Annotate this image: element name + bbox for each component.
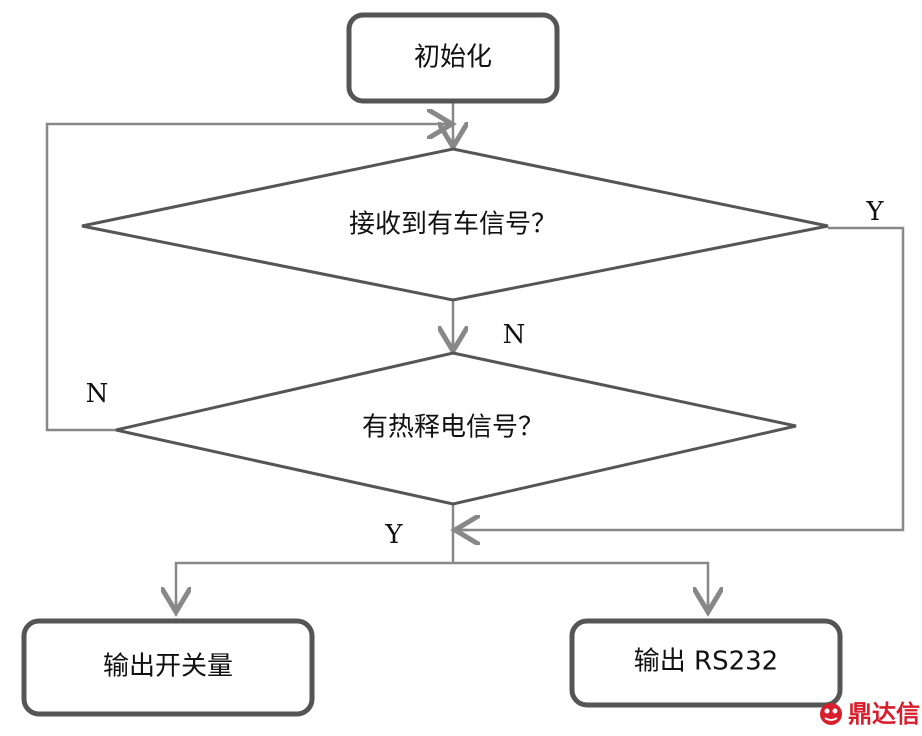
output-rs232-label: 输出 RS232 <box>634 647 778 677</box>
vehicle-yes-bypass-line <box>453 226 905 532</box>
edge-label-vehicle-yes: Y <box>865 197 884 227</box>
edge-label-pir-no: N <box>86 379 109 409</box>
watermark-text: 鼎达信 <box>848 700 920 728</box>
init-label: 初始化 <box>414 43 492 73</box>
edge-label-pir-yes: Y <box>384 520 403 550</box>
decision-pir-signal-label: 有热释电信号？ <box>362 413 544 443</box>
split-to-outputs-line <box>174 561 710 613</box>
output-switch-label: 输出开关量 <box>103 652 233 682</box>
loop-back-line-pir-no <box>45 122 453 432</box>
watermark: 鼎达信 <box>820 700 920 728</box>
edge-label-vehicle-no: N <box>503 320 526 350</box>
decision-vehicle-signal-label: 接收到有车信号？ <box>349 210 557 240</box>
output-switch-box <box>21 618 315 717</box>
watermark-logo-icon <box>820 703 842 725</box>
decision-pir-signal-diamond <box>115 351 797 506</box>
output-rs232-box <box>569 618 843 708</box>
init-box <box>346 12 560 104</box>
decision-vehicle-signal-diamond <box>81 147 829 302</box>
